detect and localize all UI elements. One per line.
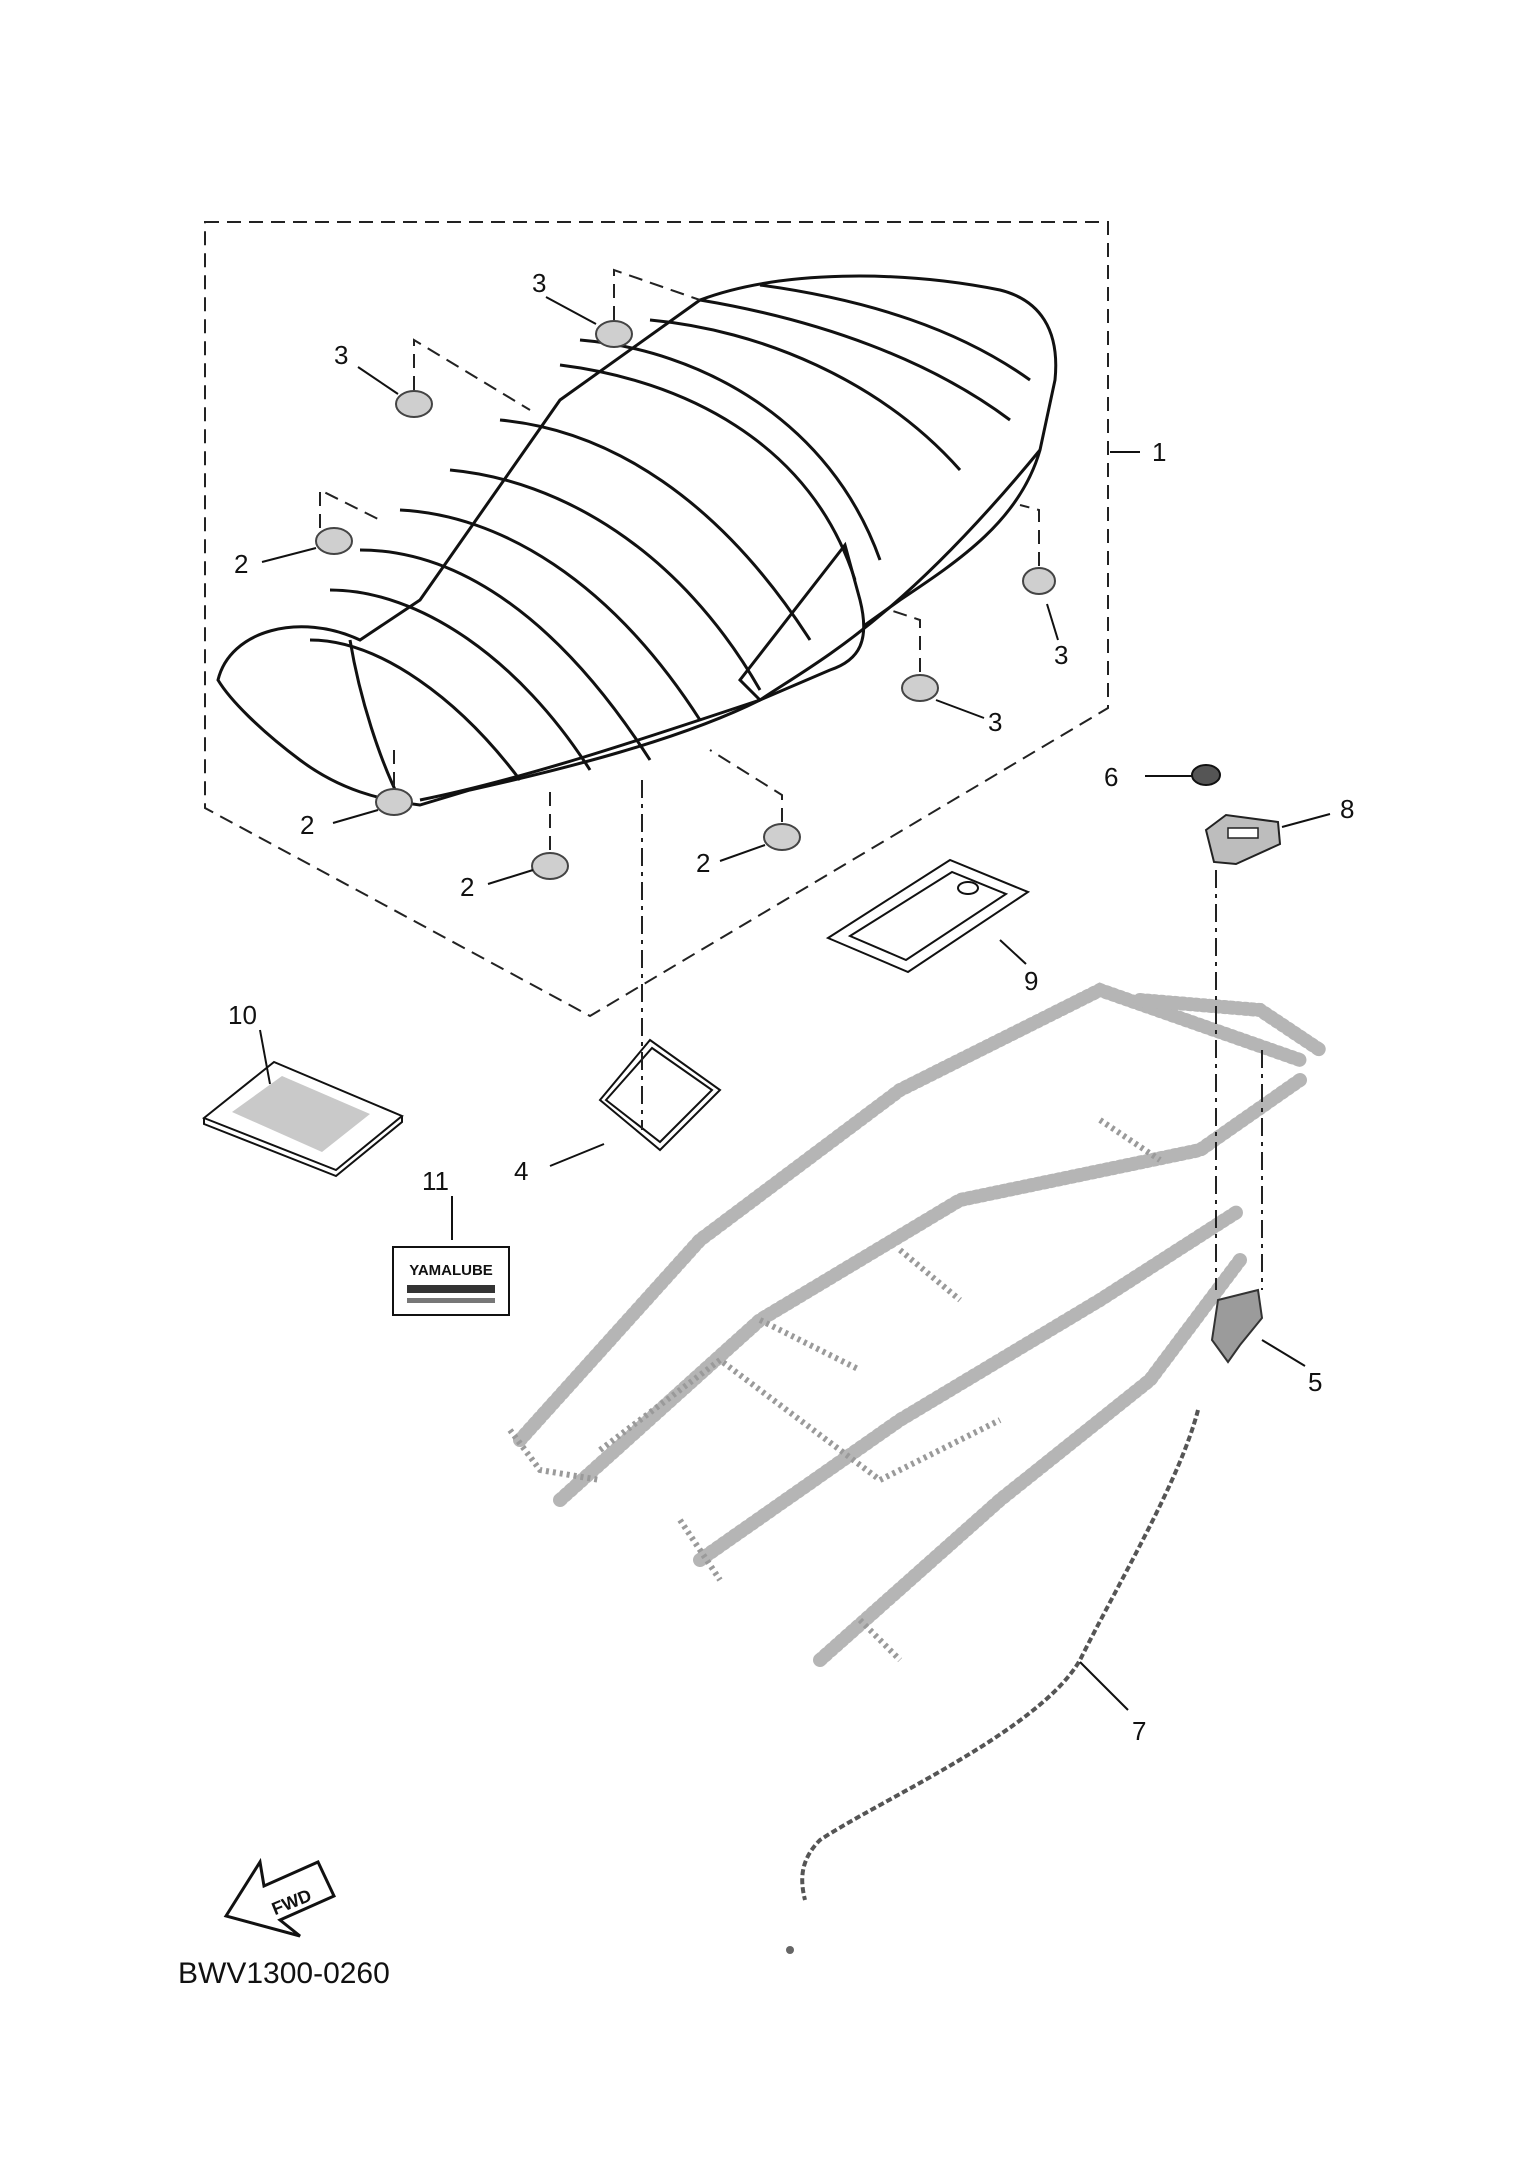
callout-3b: 3: [334, 340, 348, 370]
callout-2a: 2: [234, 549, 248, 579]
callout-8: 8: [1340, 794, 1354, 824]
manual-part-10: [202, 1060, 404, 1178]
callout-2b: 2: [300, 810, 314, 840]
callout-10: 10: [228, 1000, 257, 1030]
label-brand-text: YAMALUBE: [409, 1262, 493, 1279]
callouts: 1 3 3 2 3 3 2 2 2 4 5 6 7 8 9 10 11: [228, 268, 1354, 1746]
grommet-2d: [763, 823, 801, 851]
leader-lines: [259, 296, 1331, 1711]
callout-3c: 3: [1054, 640, 1068, 670]
latch-part-5: [1210, 870, 1264, 1364]
grommet-2a: [315, 527, 353, 555]
seat: [216, 274, 1058, 807]
label-part-11: YAMALUBE: [392, 1246, 510, 1316]
fwd-arrow-icon: FWD: [223, 1857, 337, 1938]
grommets: [315, 268, 1056, 880]
callout-3d: 3: [988, 707, 1002, 737]
callout-3a: 3: [532, 268, 546, 298]
rear-frame: [507, 982, 1327, 1667]
callout-1: 1: [1152, 437, 1166, 467]
grommet-3d: [901, 674, 939, 702]
grommet-3b: [395, 390, 433, 418]
gasket-part-4: [598, 1038, 722, 1152]
nut-part-6: [1191, 764, 1221, 786]
callout-7: 7: [1132, 1716, 1146, 1746]
tray-part-9: [825, 858, 1031, 974]
assembly-boundary: [204, 221, 1109, 1018]
callout-4: 4: [514, 1156, 528, 1186]
callout-5: 5: [1308, 1367, 1322, 1397]
diagram-code: BWV1300-0260: [178, 1957, 390, 1990]
callout-6: 6: [1104, 762, 1118, 792]
callout-11: 11: [422, 1166, 449, 1196]
cable-part-7: [800, 1409, 1200, 1901]
plate-part-8: [1204, 813, 1282, 866]
callout-2c: 2: [460, 872, 474, 902]
grommet-2c: [531, 852, 569, 880]
callout-9: 9: [1024, 966, 1038, 996]
grommet-3a: [595, 320, 633, 348]
grommet-2b: [375, 788, 413, 816]
grommet-3c: [1022, 567, 1056, 595]
callout-2d: 2: [696, 848, 710, 878]
